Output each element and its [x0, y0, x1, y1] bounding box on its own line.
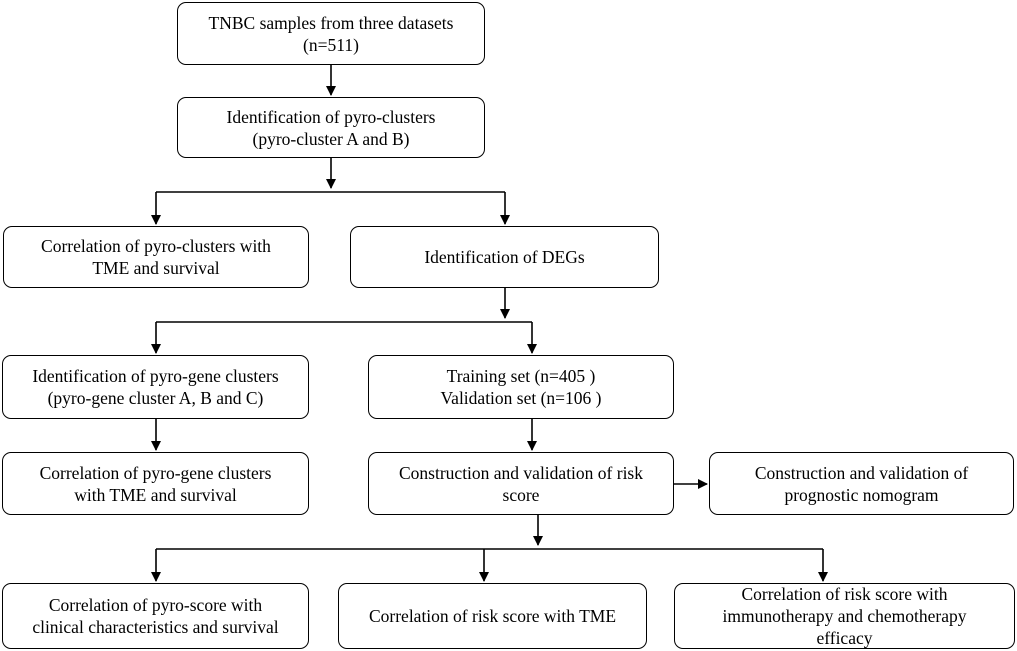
- node-pyro-clusters-correlation: Correlation of pyro-clusters with TME an…: [3, 226, 309, 288]
- node-pyro-gene-clusters: Identification of pyro-gene clusters (py…: [2, 355, 309, 419]
- node-degs-label: Identification of DEGs: [424, 247, 585, 267]
- node-tnbc-samples-label: TNBC samples from three datasets (n=511): [208, 12, 454, 55]
- node-training-validation: Training set (n=405 ) Validation set (n=…: [368, 355, 674, 419]
- node-nomogram: Construction and validation of prognosti…: [709, 452, 1014, 515]
- node-risk-score-therapy-label: Correlation of risk score with immunothe…: [722, 584, 967, 648]
- node-training-validation-label: Training set (n=405 ) Validation set (n=…: [440, 366, 602, 408]
- node-risk-score: Construction and validation of risk scor…: [368, 452, 674, 515]
- node-pyro-score-clinical: Correlation of pyro-score with clinical …: [2, 583, 309, 649]
- node-pyro-clusters-label: Identification of pyro-clusters (pyro-cl…: [226, 106, 436, 149]
- node-pyro-gene-correlation-label: Correlation of pyro-gene clusters with T…: [39, 462, 272, 505]
- node-degs: Identification of DEGs: [350, 226, 659, 288]
- node-pyro-gene-correlation: Correlation of pyro-gene clusters with T…: [2, 452, 309, 515]
- node-pyro-gene-clusters-label: Identification of pyro-gene clusters (py…: [32, 366, 279, 408]
- node-tnbc-samples: TNBC samples from three datasets (n=511): [177, 2, 485, 65]
- node-pyro-clusters-correlation-label: Correlation of pyro-clusters with TME an…: [41, 236, 271, 278]
- node-pyro-score-clinical-label: Correlation of pyro-score with clinical …: [32, 595, 279, 637]
- node-pyro-clusters: Identification of pyro-clusters (pyro-cl…: [177, 97, 485, 158]
- node-risk-score-label: Construction and validation of risk scor…: [399, 462, 643, 505]
- node-risk-score-therapy: Correlation of risk score with immunothe…: [674, 583, 1015, 649]
- node-nomogram-label: Construction and validation of prognosti…: [754, 462, 969, 505]
- node-risk-score-tme-label: Correlation of risk score with TME: [368, 606, 617, 626]
- node-risk-score-tme: Correlation of risk score with TME: [338, 583, 647, 649]
